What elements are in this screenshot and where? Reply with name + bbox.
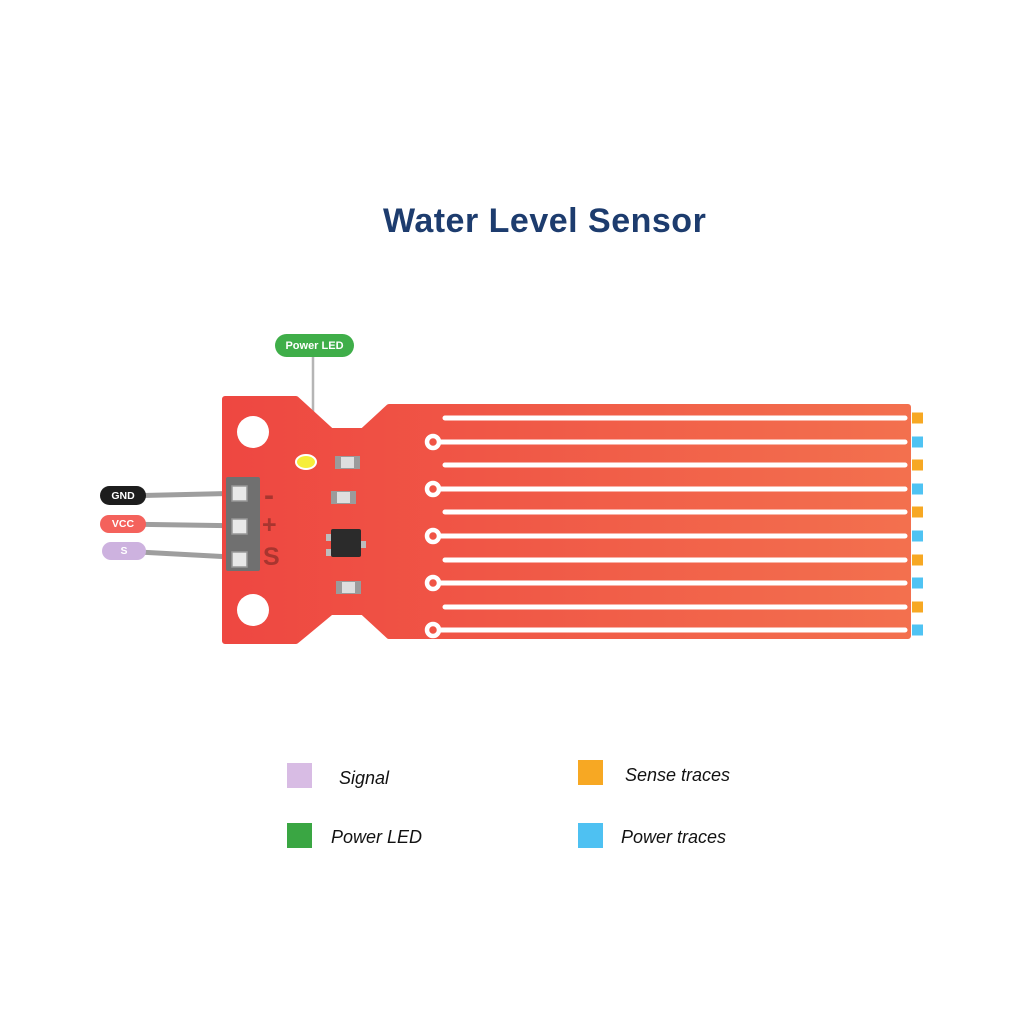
trace-terminal-ring	[424, 527, 442, 545]
page-title: Water Level Sensor	[383, 202, 707, 240]
sense-pad	[912, 506, 923, 518]
sense-pad	[912, 601, 923, 613]
power-pad	[912, 436, 923, 448]
legend-label-power-traces: Power traces	[621, 827, 727, 847]
power-pad	[912, 577, 923, 589]
trace-terminal-ring	[424, 433, 442, 451]
board-marking-signal: S	[263, 543, 280, 571]
trace-terminal-ring	[424, 480, 442, 498]
legend-label-signal: Signal	[339, 768, 390, 788]
smd-resistor	[335, 456, 360, 469]
sense-pad	[912, 412, 923, 424]
pin-header-pin-signal	[231, 551, 248, 568]
legend-swatch-power-traces	[578, 823, 603, 848]
mounting-hole-top	[237, 416, 269, 448]
sense-pad	[912, 554, 923, 566]
board-marking-plus: +	[262, 511, 277, 539]
smd-resistor	[331, 491, 356, 504]
sense-pad	[912, 459, 923, 471]
mounting-hole-bottom	[237, 594, 269, 626]
power-pad	[912, 530, 923, 542]
smd-transistor	[326, 529, 366, 557]
pin-header-pin-gnd	[231, 485, 248, 502]
power-pad	[912, 483, 923, 495]
power-led	[295, 454, 317, 470]
legend-swatch-sense-traces	[578, 760, 603, 785]
trace-group	[424, 412, 923, 639]
power-led-callout: Power LED	[275, 334, 354, 357]
legend-label-power-led: Power LED	[331, 827, 423, 847]
trace-terminal-ring	[424, 621, 442, 639]
power-pad	[912, 624, 923, 636]
legend-swatch-power-led	[287, 823, 312, 848]
trace-terminal-ring	[424, 574, 442, 592]
board-marking-minus: -	[264, 479, 274, 512]
legend-label-sense-traces: Sense traces	[625, 765, 731, 785]
signal-pin-label: S	[102, 542, 146, 560]
vcc-pin-label: VCC	[100, 515, 146, 533]
smd-resistor	[336, 581, 361, 594]
gnd-pin-label: GND	[100, 486, 146, 505]
pin-header-pin-vcc	[231, 518, 248, 535]
legend-swatch-signal	[287, 763, 312, 788]
